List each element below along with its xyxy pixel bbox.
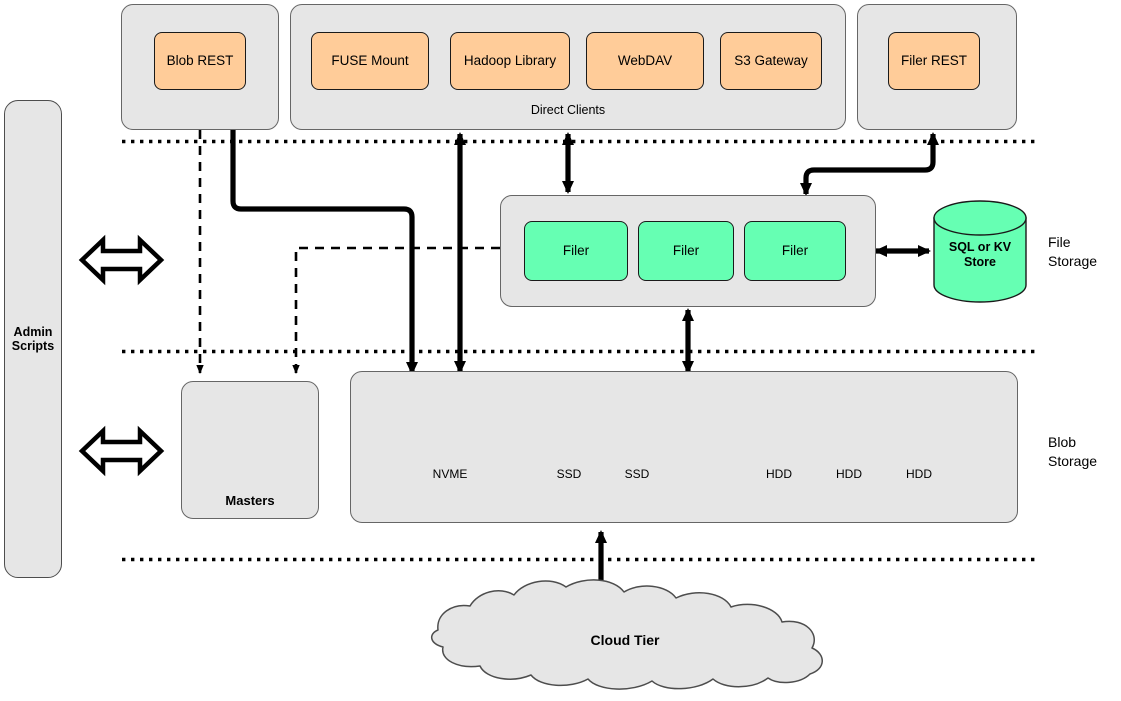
admin-to-file-storage-arrow [78,234,165,286]
sql-kv-store-label-line1: SQL or KV [948,240,1012,254]
volume-servers-group [350,371,1018,523]
s3-gateway-label: S3 Gateway [734,53,808,69]
masters-label-text: Masters [225,493,275,508]
hadoop-library-label: Hadoop Library [463,53,557,69]
filer-box-2[interactable]: Filer [638,221,734,281]
blob-rest-to-volumes-line [230,130,418,375]
filer-rest-box[interactable]: Filer REST [888,32,980,90]
filer-box-1[interactable]: Filer [524,221,628,281]
filer-rest-label: Filer REST [900,53,967,69]
filer-rest-to-filers-line [800,132,939,196]
blob-storage-zone-label: Blob Storage [1048,433,1118,475]
filers-to-masters-line [292,246,500,374]
cloud-tier-shape [431,579,823,690]
webdav-box[interactable]: WebDAV [586,32,704,90]
filer-label-2: Filer [672,243,700,259]
fuse-mount-label: FUSE Mount [331,53,409,69]
fuse-mount-box[interactable]: FUSE Mount [311,32,429,90]
masters-label: Masters [181,493,319,508]
sql-kv-store-label-line2: Store [964,255,996,269]
sql-kv-store-cylinder [933,200,1027,303]
file-storage-zone-label: File Storage [1048,233,1118,275]
filer-label-3: Filer [781,243,809,259]
admin-to-blob-storage-arrow [78,425,165,477]
file-storage-zone-line2: Storage [1048,252,1098,269]
direct-clients-caption-text: Direct Clients [530,102,606,117]
cloud-tier-label: Cloud Tier [500,632,750,648]
sql-kv-store-label: SQL or KV Store [934,240,1026,270]
cloud-tier-label-text: Cloud Tier [590,632,660,648]
hadoop-library-box[interactable]: Hadoop Library [450,32,570,90]
blob-storage-zone-line2: Storage [1048,452,1098,469]
s3-gateway-box[interactable]: S3 Gateway [720,32,822,90]
admin-scripts-label: Admin Scripts [11,324,55,353]
filer-label-1: Filer [562,243,590,259]
direct-clients-caption: Direct Clients [290,101,846,119]
admin-scripts-panel[interactable]: Admin Scripts [4,100,62,578]
blob-rest-box[interactable]: Blob REST [154,32,246,90]
blob-rest-label: Blob REST [166,53,234,69]
blob-storage-zone-line1: Blob [1048,434,1077,450]
masters-group [181,381,319,519]
filer-box-3[interactable]: Filer [744,221,846,281]
file-storage-zone-line1: File [1048,234,1071,250]
filer-rest-group [857,4,1017,130]
webdav-label: WebDAV [617,53,673,69]
